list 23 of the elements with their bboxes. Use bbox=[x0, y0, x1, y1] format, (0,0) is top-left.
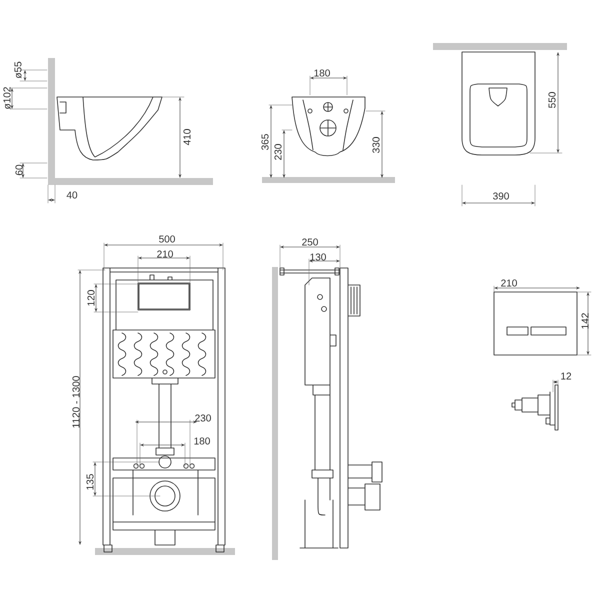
dimension-label: 1120 - 1300 bbox=[72, 376, 80, 428]
dimension-label: 230 bbox=[274, 144, 282, 160]
dimension-label: 12 bbox=[561, 372, 572, 380]
dimension-label: 180 bbox=[194, 437, 210, 445]
dimension-label: 230 bbox=[195, 414, 211, 422]
dimension-label: 40 bbox=[66, 191, 78, 199]
dimension-label: 180 bbox=[314, 69, 330, 77]
dimension-label: 135 bbox=[86, 474, 94, 490]
dimension-label: ø102 bbox=[3, 87, 11, 110]
dimension-label: 130 bbox=[310, 253, 326, 261]
dimension-label: 365 bbox=[261, 134, 269, 150]
dimension-label: 210 bbox=[157, 250, 173, 258]
dimension-label: 250 bbox=[302, 238, 318, 246]
dimension-label: 550 bbox=[548, 92, 556, 108]
dimension-label: 120 bbox=[87, 290, 95, 306]
dimension-label: 500 bbox=[159, 235, 175, 243]
dimension-label: 410 bbox=[183, 129, 191, 146]
dimension-label: 60 bbox=[15, 164, 23, 176]
dimension-label: 210 bbox=[501, 279, 517, 287]
dimension-label: 390 bbox=[493, 192, 509, 200]
dimension-label: ø55 bbox=[14, 62, 22, 78]
dimension-label: 330 bbox=[372, 137, 380, 153]
dimension-label: 142 bbox=[582, 313, 588, 329]
